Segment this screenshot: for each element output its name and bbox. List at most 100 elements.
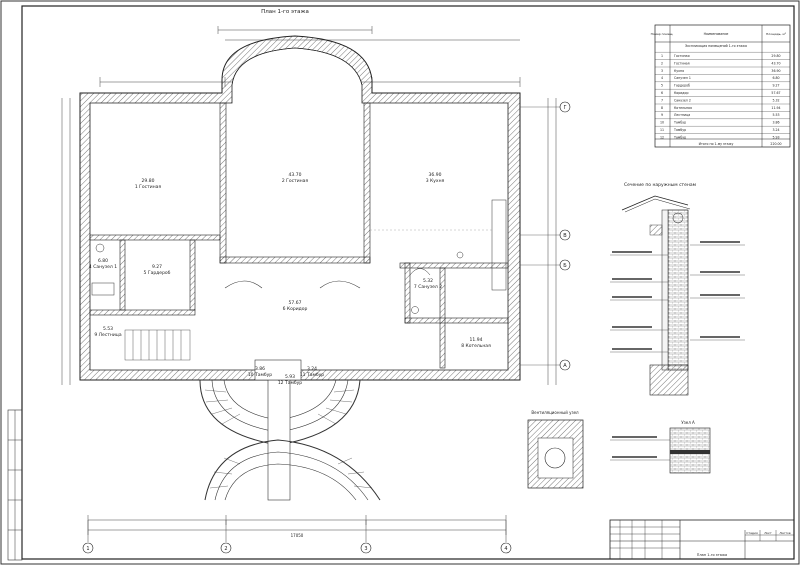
table-cell: Гостиная bbox=[674, 61, 690, 65]
table-cell: 5.32 bbox=[772, 98, 779, 102]
table-cell: 3 bbox=[661, 69, 663, 73]
plan-title: План 1-го этажа bbox=[261, 9, 309, 15]
drawing-name: План 1-го этажа bbox=[697, 553, 727, 557]
svg-text:2 Гостиная: 2 Гостиная bbox=[282, 178, 309, 184]
table-cell: 6.80 bbox=[772, 76, 779, 80]
table-cell: Тамбур bbox=[673, 121, 686, 125]
room-label: 29.801 Гостиная bbox=[135, 178, 162, 190]
svg-text:36.90: 36.90 bbox=[429, 172, 442, 178]
svg-text:10 Тамбур: 10 Тамбур bbox=[248, 372, 272, 378]
axis-markers-bottom: 1 2 3 4 bbox=[82, 542, 512, 554]
table-cell: 29.80 bbox=[771, 54, 780, 58]
svg-text:29.80: 29.80 bbox=[142, 178, 155, 184]
axis-marker: Г bbox=[559, 101, 571, 113]
plan-walls bbox=[79, 35, 521, 381]
room-label: 6.804 Санузел 1 bbox=[89, 258, 117, 270]
table-cell: Котельная bbox=[674, 106, 692, 110]
table-cell: 9.27 bbox=[772, 84, 779, 88]
svg-text:4: 4 bbox=[504, 546, 507, 552]
left-stamp bbox=[7, 409, 23, 561]
table-cell: Гостиная bbox=[674, 54, 690, 58]
svg-text:3.86: 3.86 bbox=[255, 366, 265, 372]
table-cell: Санузел 1 bbox=[674, 76, 691, 80]
svg-text:3.24: 3.24 bbox=[307, 366, 317, 372]
svg-text:5.53: 5.53 bbox=[103, 326, 113, 332]
svg-text:А: А bbox=[563, 363, 567, 369]
table-cell: 2 bbox=[661, 61, 663, 65]
room-label: 57.676 Коридор bbox=[283, 300, 308, 312]
axis-marker: Б bbox=[559, 259, 571, 271]
table-header: Наименование bbox=[704, 32, 729, 36]
node-title: Узел А bbox=[681, 420, 695, 425]
stage-label: Стадия bbox=[746, 531, 758, 535]
svg-text:1 Гостиная: 1 Гостиная bbox=[135, 184, 162, 190]
table-cell: 3.24 bbox=[772, 128, 779, 132]
svg-text:57.67: 57.67 bbox=[289, 300, 302, 306]
room-label: 43.702 Гостиная bbox=[282, 172, 309, 184]
axis-marker: А bbox=[559, 359, 571, 371]
table-cell: Тамбур bbox=[673, 135, 686, 139]
svg-text:5.93: 5.93 bbox=[285, 374, 295, 380]
table-cell: Гардероб bbox=[674, 84, 690, 88]
svg-text:5.32: 5.32 bbox=[423, 278, 433, 284]
table-cell: 12 bbox=[660, 135, 664, 139]
svg-text:7 Санузел 2: 7 Санузел 2 bbox=[414, 284, 442, 290]
table-cell: 43.70 bbox=[771, 61, 780, 65]
svg-text:6 Коридор: 6 Коридор bbox=[283, 306, 308, 312]
table-header: Площадь, м² bbox=[766, 32, 787, 36]
bottom-dimensions bbox=[87, 515, 507, 542]
node-a-detail bbox=[610, 427, 711, 474]
room-label: 5.327 Санузел 2 bbox=[414, 278, 442, 290]
sheets-label: Листов bbox=[779, 531, 790, 535]
table-cell: 1 bbox=[661, 54, 663, 58]
table-cell: 6 bbox=[661, 91, 663, 95]
room-label: 36.903 Кухня bbox=[426, 172, 445, 184]
total-dimension: 17050 bbox=[291, 533, 304, 538]
axis-markers-right: Г В Б А bbox=[520, 101, 571, 371]
svg-text:11.94: 11.94 bbox=[470, 337, 483, 343]
section-title: Сечение по наружным стенам bbox=[624, 182, 696, 188]
axis-marker: 3 bbox=[360, 542, 372, 554]
table-cell: 5 bbox=[661, 84, 663, 88]
axis-marker: 2 bbox=[220, 542, 232, 554]
svg-text:1: 1 bbox=[86, 546, 89, 552]
table-cell: 36.90 bbox=[771, 69, 780, 73]
table-header: Номер помещ. bbox=[651, 32, 674, 36]
title-block: Стадия Лист Листов План 1-го этажа bbox=[609, 519, 795, 560]
table-cell: 57.67 bbox=[771, 91, 780, 95]
svg-text:В: В bbox=[563, 233, 567, 239]
table-cell: Кухня bbox=[674, 69, 684, 73]
svg-text:5 Гардероб: 5 Гардероб bbox=[144, 270, 171, 276]
axis-marker: В bbox=[559, 229, 571, 241]
svg-text:4 Санузел 1: 4 Санузел 1 bbox=[89, 264, 117, 270]
wall-section-detail bbox=[610, 195, 745, 396]
ventilation-detail bbox=[527, 419, 584, 489]
table-cell: Санузел 2 bbox=[674, 98, 691, 102]
svg-text:12 Тамбур: 12 Тамбур bbox=[278, 380, 302, 386]
axis-marker: 4 bbox=[500, 542, 512, 554]
drawing-frame bbox=[21, 5, 795, 560]
room-labels: 29.801 Гостиная 43.702 Гостиная 36.903 К… bbox=[89, 172, 491, 386]
table-cell: Коридор bbox=[674, 91, 689, 95]
table-cell: Тамбур bbox=[673, 128, 686, 132]
svg-text:Б: Б bbox=[563, 263, 567, 269]
svg-text:11 Тамбур: 11 Тамбур bbox=[300, 372, 324, 378]
svg-text:43.70: 43.70 bbox=[289, 172, 302, 178]
entrance-stairs bbox=[199, 359, 381, 501]
sheet-label: Лист bbox=[764, 531, 772, 535]
table-cell: Лестница bbox=[674, 113, 690, 117]
svg-text:3 Кухня: 3 Кухня bbox=[426, 178, 445, 184]
explication-table: Номер помещ. Наименование Площадь, м² Эк… bbox=[651, 24, 791, 148]
svg-text:3: 3 bbox=[364, 546, 367, 552]
room-label: 5.539 Лестница bbox=[94, 326, 121, 338]
table-cell: 4 bbox=[661, 76, 663, 80]
svg-text:9.27: 9.27 bbox=[152, 264, 162, 270]
table-cell: 8 bbox=[661, 106, 663, 110]
axis-marker: 1 bbox=[82, 542, 94, 554]
detail-title: Вентиляционный узел bbox=[531, 410, 579, 415]
